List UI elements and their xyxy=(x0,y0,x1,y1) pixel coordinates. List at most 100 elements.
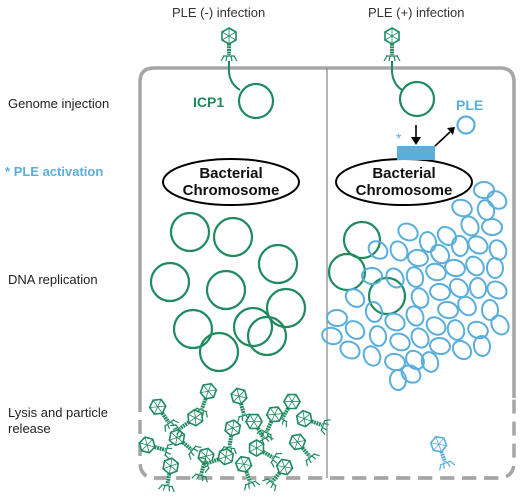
ple-genome xyxy=(467,320,489,340)
ple-genome xyxy=(344,288,366,308)
icp1-genome-injected-left xyxy=(237,82,275,120)
icp1-genome-replicated xyxy=(169,211,211,253)
ple-element-box xyxy=(397,146,435,160)
ple-genome xyxy=(488,239,508,261)
ple-genome xyxy=(429,282,451,302)
column-title-ple-negative: PLE (-) infection xyxy=(172,5,266,20)
ple-genome xyxy=(400,364,422,384)
ple-genome xyxy=(361,266,383,286)
ple-genome xyxy=(436,226,458,246)
icp1-genome-replicated xyxy=(212,216,254,258)
ple-circle-excised xyxy=(456,115,476,135)
column-title-ple-positive: PLE (+) infection xyxy=(368,5,465,20)
ple-genome xyxy=(397,222,419,242)
ple-genome xyxy=(389,332,411,352)
ple-genome xyxy=(420,351,440,373)
ple-genome xyxy=(457,295,477,317)
ple-genome xyxy=(448,277,470,299)
released-icp1-phage xyxy=(168,428,202,460)
ple-genome xyxy=(405,266,425,288)
ple-genome xyxy=(344,320,366,340)
released-icp1-phage xyxy=(170,408,204,439)
ple-genome xyxy=(384,352,406,372)
ple-genome xyxy=(367,240,389,260)
released-icp1-phage xyxy=(256,406,284,441)
ple-genome xyxy=(410,287,430,309)
icp1-phage-left xyxy=(220,27,238,62)
ple-genome xyxy=(389,240,409,262)
ple-genome xyxy=(339,340,361,360)
icp1-genome-replicated xyxy=(149,261,191,303)
icp1-genome-replicated xyxy=(257,243,299,285)
ple-genome xyxy=(460,215,480,237)
injected-dna-right xyxy=(391,61,403,91)
ple-genome xyxy=(429,336,451,356)
ple-genome xyxy=(362,345,382,367)
ple-genome xyxy=(481,217,503,237)
stage-label-genome-injection: Genome injection xyxy=(8,96,110,111)
icp1-genome-replicated xyxy=(232,306,274,348)
ple-genome xyxy=(450,235,470,257)
ple-genome xyxy=(486,280,508,300)
ple-genome xyxy=(467,235,489,255)
ple-genome xyxy=(451,339,473,361)
ple-genome xyxy=(425,316,447,336)
activation-star: * xyxy=(5,164,11,179)
stage-label-dna-replication: DNA replication xyxy=(8,272,98,287)
bacterial-chromosome-left xyxy=(162,158,300,206)
ple-genome xyxy=(485,257,505,279)
icp1-label: ICP1 xyxy=(193,94,225,110)
stage-label-lysis-release: Lysis and particle release xyxy=(8,405,108,436)
ple-genome xyxy=(385,267,405,289)
released-icp1-phage xyxy=(148,398,179,432)
chromosome-label-left: Bacterial Chromosome xyxy=(182,165,280,199)
ple-genome xyxy=(437,300,459,320)
icp1-phage-right xyxy=(383,27,401,62)
icp1-genome-replicated xyxy=(246,315,288,357)
activation-text: PLE activation xyxy=(13,164,104,179)
ple-genome xyxy=(490,314,510,336)
ple-genome xyxy=(418,231,438,253)
released-icp1-phage xyxy=(295,409,331,436)
released-icp1-phage xyxy=(220,419,242,455)
icp1-genome-injected-right xyxy=(398,80,436,118)
released-icp1-phage xyxy=(138,436,174,460)
ple-genome xyxy=(326,308,348,328)
ple-genome xyxy=(451,198,473,218)
icp1-genome-replicated xyxy=(198,331,240,373)
arrow-head-down xyxy=(411,137,421,145)
ple-genome xyxy=(388,369,408,391)
icp1-genome-replicated xyxy=(265,287,307,329)
released-icp1-phage xyxy=(245,413,274,448)
ple-genome xyxy=(446,319,466,341)
ple-genome xyxy=(321,326,343,346)
injected-dna-left xyxy=(228,61,241,91)
released-icp1-phage xyxy=(248,439,283,468)
ple-genome xyxy=(410,327,430,349)
ple-genome xyxy=(468,277,488,299)
ple-genome xyxy=(472,335,492,357)
stage-label-ple-activation: * PLE activation xyxy=(5,164,103,179)
arrow-head-excision xyxy=(447,127,455,135)
ple-genome xyxy=(368,325,388,347)
ple-genome xyxy=(480,299,500,321)
ple-label: PLE xyxy=(456,97,484,113)
ple-genome xyxy=(384,312,406,332)
released-ple-phage xyxy=(429,435,456,471)
ple-genome xyxy=(425,262,447,282)
icp1-genome-replicated-right xyxy=(342,220,382,260)
icp1-genome-replicated xyxy=(172,308,214,350)
cell-wall-dashed-lower xyxy=(138,398,516,480)
released-icp1-phage xyxy=(288,433,320,467)
ple-star-marker: * xyxy=(396,130,402,146)
arrow-excision xyxy=(434,131,451,147)
chromosome-label-right: Bacterial Chromosome xyxy=(355,165,453,199)
ple-genome xyxy=(405,305,425,327)
icp1-genome-replicated-right xyxy=(327,252,367,292)
ple-genome xyxy=(473,181,495,199)
released-icp1-phage xyxy=(199,447,235,474)
icp1-genome-replicated xyxy=(205,269,247,311)
released-icp1-phage xyxy=(234,455,261,491)
